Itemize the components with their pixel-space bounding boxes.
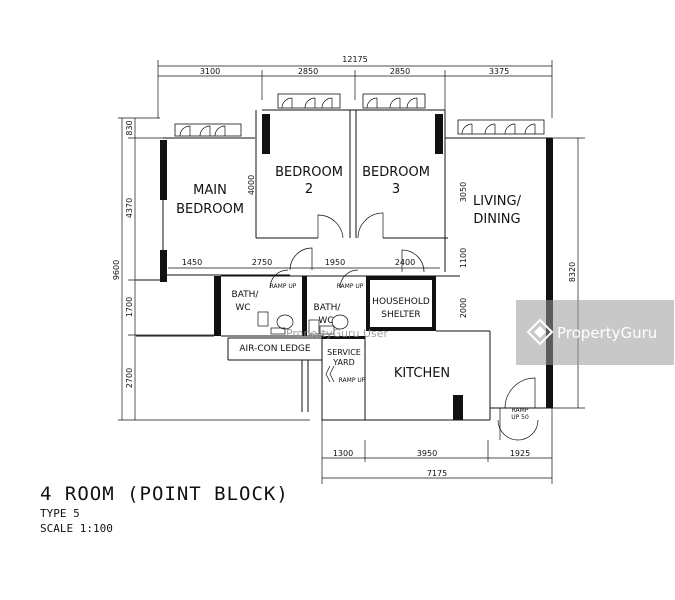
windows xyxy=(174,93,545,137)
label-bedroom3-1: BEDROOM xyxy=(362,165,430,180)
dim-bottom-1: 1300 xyxy=(333,449,353,458)
dim-2400: 2400 xyxy=(395,258,415,267)
watermark-brand: PropertyGuru xyxy=(557,324,657,342)
dim-1450: 1450 xyxy=(182,258,202,267)
watermark: PropertyGuru PropertyGuru User xyxy=(286,300,674,365)
dim-4000: 4000 xyxy=(247,175,256,195)
label-main-bedroom-2: BEDROOM xyxy=(176,202,244,217)
label-ramp-door-2: UP 50 xyxy=(511,414,529,421)
label-living-2: DINING xyxy=(473,212,520,227)
bottom-dimensions: 1300 3950 1925 7175 xyxy=(321,408,553,484)
dim-top-2: 2850 xyxy=(298,67,318,76)
room-labels: MAIN BEDROOM BEDROOM 2 BEDROOM 3 LIVING/… xyxy=(176,165,522,381)
label-kitchen: KITCHEN xyxy=(394,366,450,381)
label-shelter-2: SHELTER xyxy=(381,310,420,320)
label-living-1: LIVING/ xyxy=(473,194,522,209)
dim-1100: 1100 xyxy=(459,248,468,268)
dim-top-1: 3100 xyxy=(200,67,220,76)
label-bath1-2: WC xyxy=(235,303,250,313)
label-ramp-up-2: RAMP UP xyxy=(337,283,364,290)
dim-bottom-2: 3950 xyxy=(417,449,437,458)
doors xyxy=(269,212,539,441)
label-service-2: YARD xyxy=(332,358,354,367)
dim-left-1: 830 xyxy=(125,120,134,135)
label-bedroom2-2: 2 xyxy=(305,182,313,197)
label-ramp-service: RAMP UP xyxy=(339,377,366,384)
label-service-1: SERVICE xyxy=(327,348,361,357)
ramp-labels: RAMP UP RAMP UP RAMP UP RAMP UP 50 xyxy=(270,283,529,421)
walls xyxy=(136,109,553,421)
label-ramp-door-1: RAMP xyxy=(512,407,529,414)
title-block: 4 ROOM (POINT BLOCK) TYPE 5 SCALE 1:100 xyxy=(40,483,289,535)
dim-bottom-total: 7175 xyxy=(427,469,447,478)
dim-left-2: 4370 xyxy=(125,198,134,218)
dim-1950: 1950 xyxy=(325,258,345,267)
label-bedroom2-1: BEDROOM xyxy=(275,165,343,180)
propertyguru-logo-icon xyxy=(526,318,554,346)
label-bath2-1: BATH/ xyxy=(314,303,342,313)
bathroom-fixtures xyxy=(257,311,349,335)
label-bedroom3-2: 3 xyxy=(392,182,400,197)
label-bath2-2: WC xyxy=(318,316,333,326)
dim-top-4: 3375 xyxy=(489,67,509,76)
plan-type: TYPE 5 xyxy=(40,507,80,520)
dim-left-4: 2700 xyxy=(125,368,134,388)
plan-title: 4 ROOM (POINT BLOCK) xyxy=(40,483,289,505)
dim-total-top: 12175 xyxy=(342,55,367,64)
dim-right-total: 8320 xyxy=(568,262,577,282)
label-main-bedroom-1: MAIN xyxy=(193,183,227,198)
top-dimensions: 12175 3100 2850 2850 3375 xyxy=(157,55,553,118)
label-shelter-1: HOUSEHOLD xyxy=(372,297,430,307)
label-bath1-1: BATH/ xyxy=(232,290,260,300)
label-ramp-up-1: RAMP UP xyxy=(270,283,297,290)
dim-bottom-3: 1925 xyxy=(510,449,530,458)
left-dimensions: 9600 830 4370 1700 2700 xyxy=(112,117,310,421)
dim-3050: 3050 xyxy=(459,182,468,202)
dim-left-total: 9600 xyxy=(112,260,121,280)
dim-top-3: 2850 xyxy=(390,67,410,76)
dim-left-3: 1700 xyxy=(125,297,134,317)
dim-2750: 2750 xyxy=(252,258,272,267)
label-aircon-ledge: AIR-CON LEDGE xyxy=(239,344,311,354)
dim-2000: 2000 xyxy=(459,298,468,318)
inner-dimensions: 1450 2750 1950 2400 4000 3050 1100 2000 xyxy=(168,175,468,318)
right-dimensions: 8320 xyxy=(552,137,585,409)
watermark-user: PropertyGuru User xyxy=(286,327,389,340)
plan-scale: SCALE 1:100 xyxy=(40,522,113,535)
service-yard-chevrons xyxy=(325,365,335,383)
